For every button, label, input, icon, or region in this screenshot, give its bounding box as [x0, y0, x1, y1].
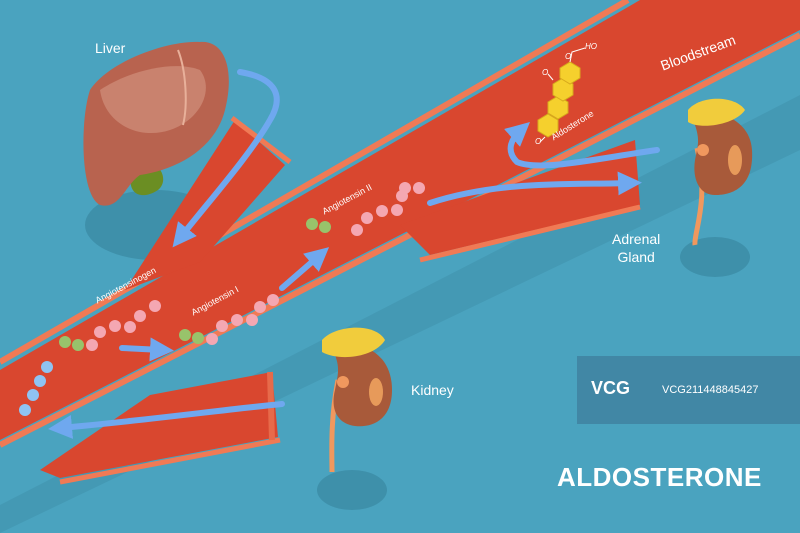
- arrow-to-angiotensin1: [119, 337, 174, 362]
- liver-organ: [83, 41, 229, 206]
- watermark-box: VCG VCG211448845427: [577, 356, 800, 424]
- angiotensin-1-chain: [179, 294, 279, 345]
- vessel-main-edge-bottom: [0, 32, 800, 448]
- angiotensinogen-chain: [19, 300, 161, 416]
- vessel-main: [0, 0, 800, 440]
- kidney-label: Kidney: [411, 382, 454, 398]
- adrenal-kidney-lower: [322, 327, 392, 473]
- flow-arrows: [48, 69, 660, 439]
- molecule-o-label-1: O: [542, 68, 549, 77]
- molecule-ho-label: HO: [585, 42, 597, 51]
- blood-vessel: [0, 0, 800, 485]
- arrow-aldosterone-up: [504, 122, 660, 169]
- vessel-kidney-branch: [40, 372, 278, 478]
- arrow-to-angiotensin2: [279, 247, 330, 291]
- molecule-o-label-2: O: [565, 52, 572, 61]
- arrow-liver-down: [172, 69, 280, 248]
- arrow-to-adrenal: [427, 171, 642, 206]
- adrenal-kidney-right: [688, 98, 753, 246]
- arrow-kidney-left: [48, 401, 285, 439]
- aldosterone-molecule: [537, 47, 586, 143]
- vessel-adrenal-branch: [400, 140, 640, 255]
- page-title: ALDOSTERONE: [557, 462, 762, 492]
- angiotensin-2-chain: [306, 182, 425, 236]
- watermark-id: VCG211448845427: [662, 384, 759, 396]
- vessel-main-edge-top: [0, 0, 630, 365]
- molecule-o-label-3: O: [535, 137, 542, 146]
- liver-label: Liver: [95, 40, 126, 56]
- watermark-logo: VCG: [591, 378, 631, 398]
- adrenal-gland-label: Adrenal Gland: [612, 231, 661, 265]
